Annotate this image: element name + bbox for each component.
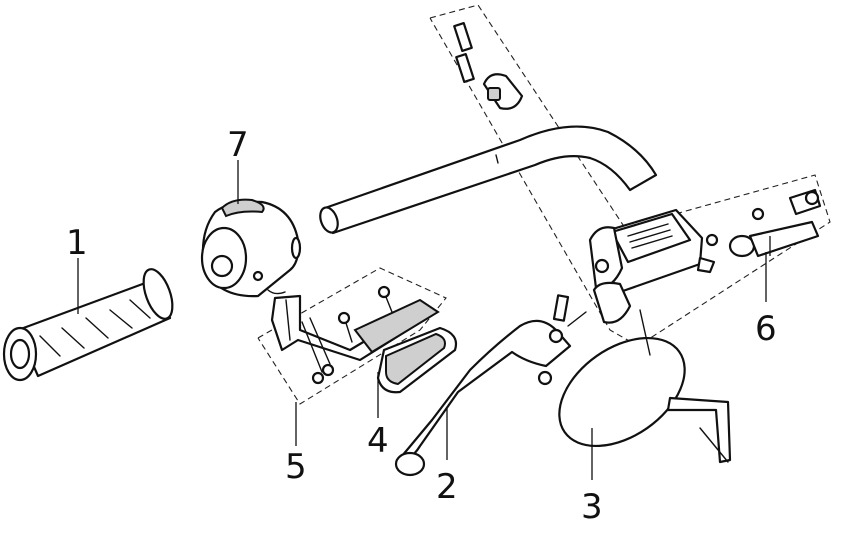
brake-hose-fitting <box>705 188 822 258</box>
callout-7: 7 <box>227 125 249 165</box>
brake-lever <box>394 294 587 477</box>
callout-6: 6 <box>755 309 777 349</box>
handle-grip <box>2 268 174 382</box>
callout-5: 5 <box>285 447 307 487</box>
mounting-bracket <box>270 285 440 385</box>
assembly-boundary-6 <box>429 4 831 347</box>
leader-lines <box>77 160 767 480</box>
mirror <box>558 309 732 464</box>
switch-housing <box>200 198 302 298</box>
callout-4: 4 <box>367 421 389 461</box>
callout-2: 2 <box>436 467 458 507</box>
indicator-cover <box>376 326 458 394</box>
callout-3: 3 <box>581 487 603 527</box>
master-cylinder <box>588 208 716 324</box>
handlebar <box>319 125 658 235</box>
handlebar-clamp <box>453 21 524 110</box>
callout-1: 1 <box>66 223 88 263</box>
